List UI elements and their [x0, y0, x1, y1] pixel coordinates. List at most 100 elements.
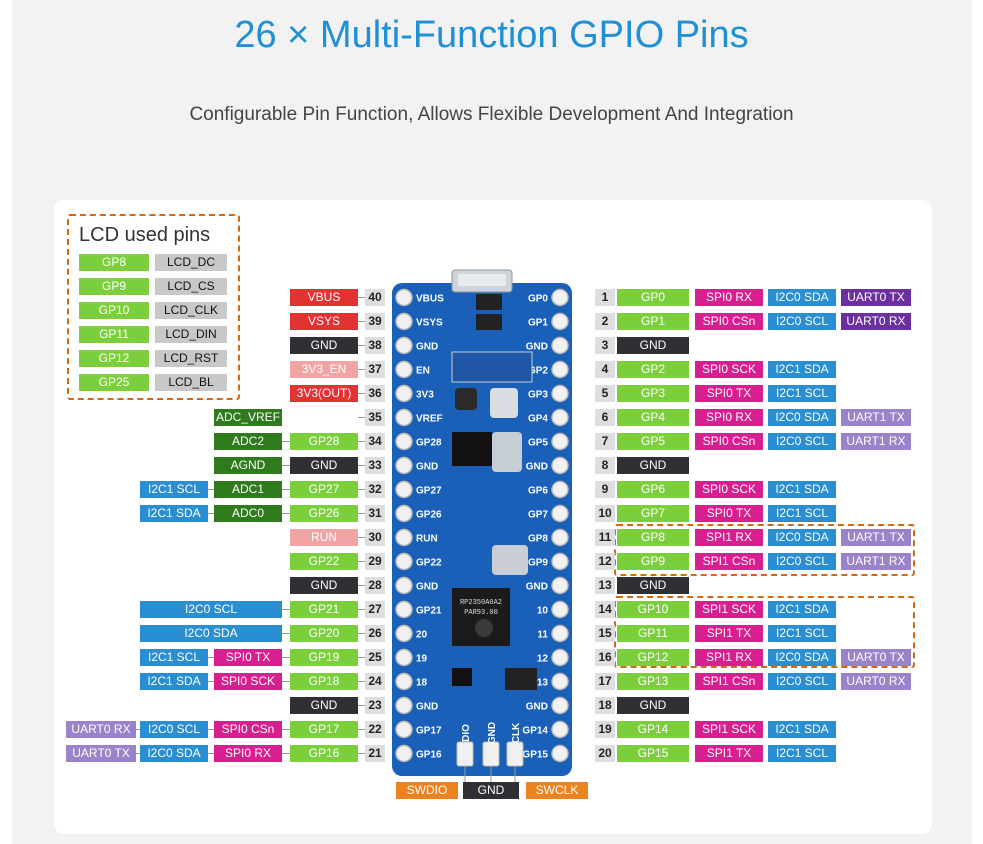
- pin-pad: [395, 480, 413, 499]
- board-pcb: [392, 283, 572, 776]
- pin-function-label: GP2: [617, 361, 689, 378]
- pin-function-label: SPI0 SCK: [695, 361, 763, 378]
- pin-number: 35: [365, 409, 385, 426]
- silk-label: GP5: [528, 438, 548, 449]
- component-crystal: [490, 388, 518, 418]
- pin-number: 27: [365, 601, 385, 618]
- pin-function-label: SPI0 SCK: [695, 481, 763, 498]
- lcd-function-label: LCD_DC: [155, 254, 227, 271]
- silk-label: GP17: [416, 726, 442, 737]
- swd-silk-label: DIO: [461, 724, 472, 742]
- pin-function-label: ADC0: [214, 505, 282, 522]
- silk-label: GP15: [522, 750, 548, 761]
- pin-function-label: SPI1 RX: [695, 529, 763, 546]
- pin-function-label: UART1 TX: [841, 529, 911, 546]
- pin-function-label: GP28: [290, 433, 358, 450]
- component-header: [451, 351, 533, 383]
- pin-pad: [395, 552, 413, 571]
- pin-number: 17: [595, 673, 615, 690]
- pin-pad: [551, 480, 569, 499]
- silk-label: 20: [416, 630, 428, 641]
- pin-number: 25: [365, 649, 385, 666]
- pin-function-label: I2C0 SDA: [140, 745, 208, 762]
- pin-function-label: SPI0 SCK: [214, 673, 282, 690]
- pin-function-label: GP14: [617, 721, 689, 738]
- pin-function-label: GP9: [617, 553, 689, 570]
- pin-number: 11: [595, 529, 615, 546]
- pin-number: 8: [595, 457, 615, 474]
- pin-number: 24: [365, 673, 385, 690]
- pin-function-label: GP0: [617, 289, 689, 306]
- lcd-gp-label: GP25: [79, 374, 149, 391]
- pin-function-label: SPI0 TX: [214, 649, 282, 666]
- pin-pad: [395, 672, 413, 691]
- pin-pad: [551, 312, 569, 331]
- pin-function-label: GP8: [617, 529, 689, 546]
- pin-number: 34: [365, 433, 385, 450]
- pin-number: 3: [595, 337, 615, 354]
- chip-label: RP2350A0A2: [460, 599, 502, 607]
- pin-pad: [395, 744, 413, 763]
- silk-label: GP8: [528, 534, 548, 545]
- pin-pad: [395, 312, 413, 331]
- pin-function-label: I2C1 SDA: [768, 601, 836, 618]
- chip-logo: [475, 619, 493, 637]
- silk-label: GP21: [416, 606, 442, 617]
- swd-silk-label: GND: [487, 722, 498, 744]
- lcd-function-label: LCD_CLK: [155, 302, 227, 319]
- pin-function-label: GP7: [617, 505, 689, 522]
- pin-function-label: I2C0 SDA: [768, 529, 836, 546]
- component-regulator: [452, 668, 472, 686]
- lcd-gp-label: GP10: [79, 302, 149, 319]
- silk-label: 12: [537, 654, 549, 665]
- pin-number: 37: [365, 361, 385, 378]
- pin-number: 36: [365, 385, 385, 402]
- pin-function-label: ADC_VREF: [214, 409, 282, 426]
- pin-function-label: I2C0 SCL: [768, 313, 836, 330]
- pin-pad: [395, 288, 413, 307]
- pin-number: 19: [595, 721, 615, 738]
- silk-label: EN: [416, 366, 430, 377]
- pin-pad: [551, 552, 569, 571]
- pin-pad: [551, 744, 569, 763]
- lcd-gp-label: GP11: [79, 326, 149, 343]
- silk-label: GND: [416, 582, 438, 593]
- pin-number: 7: [595, 433, 615, 450]
- pin-function-label: GND: [290, 337, 358, 354]
- pin-number: 38: [365, 337, 385, 354]
- pin-function-label: I2C1 SDA: [140, 673, 208, 690]
- pin-function-label: SPI1 SCK: [695, 601, 763, 618]
- pin-function-label: I2C1 SDA: [768, 481, 836, 498]
- boot-button: [476, 294, 502, 310]
- component-oscillator: [492, 545, 528, 575]
- pin-function-label: ADC1: [214, 481, 282, 498]
- component-inductor: [492, 432, 522, 472]
- pin-number: 13: [595, 577, 615, 594]
- pin-function-label: GP1: [617, 313, 689, 330]
- pin-number: 15: [595, 625, 615, 642]
- silk-label: RUN: [416, 534, 438, 545]
- pin-pad: [395, 696, 413, 715]
- pin-function-label: SPI0 TX: [695, 385, 763, 402]
- pin-pad: [395, 624, 413, 643]
- pin-function-label: UART0 RX: [841, 313, 911, 330]
- swd-pad: [482, 741, 500, 767]
- pin-function-label: SPI1 TX: [695, 745, 763, 762]
- silk-label: GP3: [528, 390, 548, 401]
- pin-number: 14: [595, 601, 615, 618]
- swd-label: GND: [463, 782, 519, 799]
- pin-pad: [395, 528, 413, 547]
- pin-function-label: I2C1 SCL: [140, 649, 208, 666]
- silk-label: GND: [416, 342, 438, 353]
- pin-function-label: RUN: [290, 529, 358, 546]
- pin-function-label: I2C0 SDA: [768, 649, 836, 666]
- silk-label: GND: [526, 702, 548, 713]
- pin-function-label: GND: [290, 697, 358, 714]
- pin-number: 12: [595, 553, 615, 570]
- chip-label: PAR93.00: [464, 609, 498, 617]
- pin-function-label: I2C0 SCL: [140, 721, 208, 738]
- pin-function-label: GP20: [290, 625, 358, 642]
- lcd-function-label: LCD_BL: [155, 374, 227, 391]
- pin-function-label: GP21: [290, 601, 358, 618]
- silk-label: GP16: [416, 750, 442, 761]
